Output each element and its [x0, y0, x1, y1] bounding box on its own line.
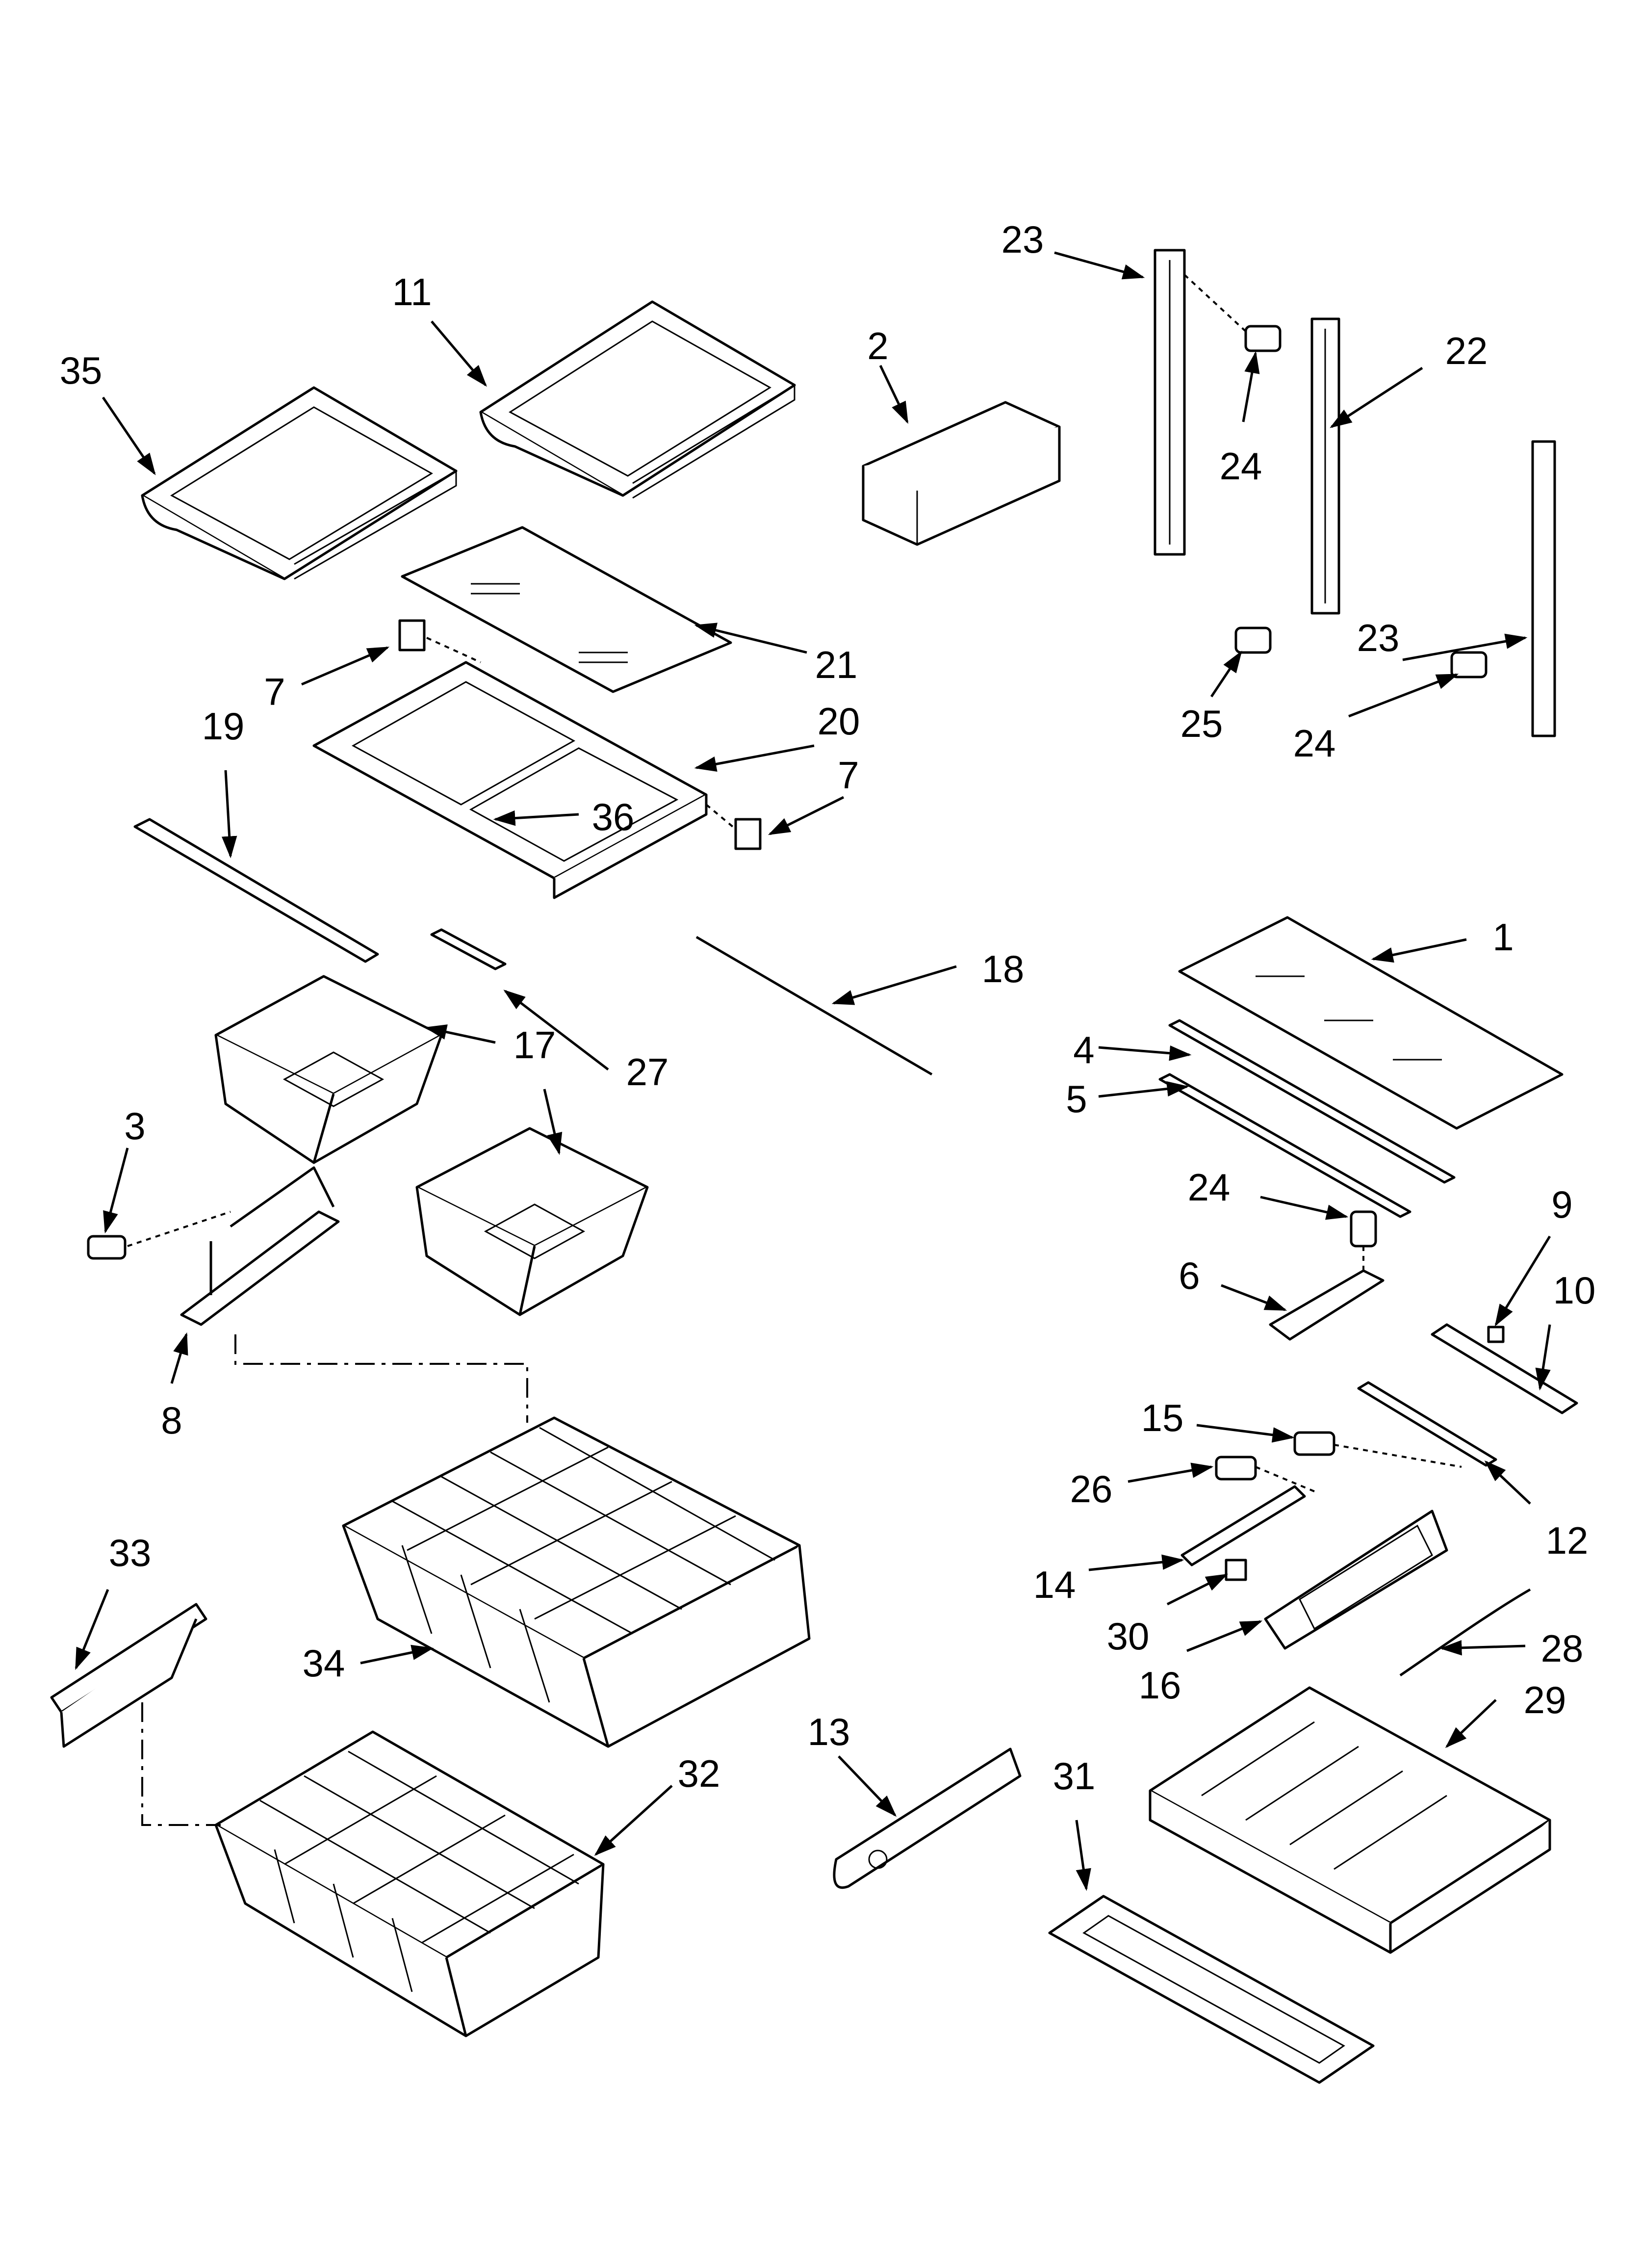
screw-24-mid: [1350, 1210, 1377, 1248]
part-6-bracket: [1269, 1269, 1385, 1341]
callout-5: 5: [1066, 1077, 1087, 1121]
callout-25: 25: [1180, 702, 1223, 745]
part-9-clip: [1487, 1326, 1505, 1343]
callout-23-top: 23: [1001, 218, 1044, 261]
part-29-tray: [1149, 1686, 1551, 1954]
screw-3: [87, 1235, 127, 1260]
callout-34: 34: [303, 1642, 345, 1685]
screw-15: [1293, 1431, 1335, 1456]
callout-18: 18: [982, 947, 1025, 991]
callout-19: 19: [202, 704, 245, 748]
callout-21: 21: [815, 643, 858, 686]
callout-9: 9: [1551, 1183, 1572, 1226]
part-8-bracket: [180, 1166, 340, 1326]
part-5-trim: [1158, 1073, 1411, 1218]
callout-4: 4: [1073, 1028, 1094, 1071]
part-35-shelf-frame: [141, 386, 458, 580]
callout-2: 2: [867, 324, 888, 367]
callout-16: 16: [1139, 1664, 1181, 1707]
part-17-drawer-right: [415, 1127, 649, 1316]
part-10-rail: [1431, 1323, 1578, 1414]
part-14-slide: [1180, 1485, 1306, 1566]
screw-24-right: [1450, 651, 1488, 678]
callout-22: 22: [1445, 329, 1488, 372]
part-33-divider: [50, 1603, 207, 1748]
part-30-clip: [1225, 1559, 1247, 1581]
assembly-line-33-32: [141, 1702, 221, 1826]
part-28-wire: [1399, 1588, 1531, 1677]
callout-6: 6: [1179, 1254, 1200, 1297]
part-4-trim: [1168, 1019, 1456, 1184]
callout-36: 36: [592, 795, 635, 838]
callout-15: 15: [1141, 1396, 1184, 1439]
part-16-housing: [1264, 1510, 1448, 1650]
callout-7-left: 7: [264, 670, 285, 713]
callout-35: 35: [60, 349, 103, 392]
part-7-clip-left: [398, 619, 426, 652]
callout-20: 20: [818, 700, 860, 743]
callout-32: 32: [678, 1752, 720, 1795]
leader-lines: [75, 251, 1551, 1891]
part-20-cover-frame: [312, 661, 708, 899]
part-1-glass-shelf: [1178, 916, 1564, 1130]
callout-8: 8: [161, 1399, 182, 1442]
part-12-slide-rail: [1357, 1381, 1497, 1467]
callout-3: 3: [124, 1104, 145, 1147]
callout-17-left: 17: [513, 1023, 556, 1067]
part-27-bracket: [430, 928, 507, 970]
callout-12: 12: [1546, 1519, 1589, 1562]
assembly-line-7: [426, 637, 737, 830]
callout-23-right: 23: [1357, 616, 1400, 659]
callout-10: 10: [1553, 1269, 1596, 1312]
part-23-rail-right: [1531, 440, 1556, 737]
part-19-trim-strip: [133, 818, 379, 963]
part-17-drawer-left: [214, 975, 443, 1164]
part-11-shelf-frame: [479, 300, 796, 499]
part-18-rod: [695, 936, 933, 1076]
assembly-line-15-26: [1255, 1444, 1462, 1492]
callout-27: 27: [626, 1050, 669, 1094]
callout-33: 33: [109, 1531, 152, 1574]
part-23-rail-left: [1154, 249, 1186, 556]
callout-29: 29: [1524, 1678, 1566, 1721]
callout-13: 13: [808, 1710, 850, 1753]
callout-31: 31: [1053, 1754, 1096, 1798]
callout-14: 14: [1033, 1563, 1076, 1606]
callout-7-right: 7: [838, 754, 859, 797]
assembly-line-3: [127, 1211, 231, 1247]
callout-30: 30: [1107, 1615, 1150, 1658]
part-31-cover: [1048, 1895, 1375, 2084]
assembly-line-8-34: [234, 1334, 528, 1423]
part-7-clip-right: [734, 818, 762, 850]
callout-26: 26: [1070, 1467, 1113, 1511]
callout-24-mid: 24: [1188, 1166, 1231, 1209]
part-21-glass-shelf: [401, 526, 732, 693]
screw-26: [1215, 1456, 1257, 1481]
part-32-wire-basket: [214, 1730, 605, 2037]
part-34-wire-basket: [342, 1416, 811, 1748]
part-13-handle: [833, 1747, 1022, 1889]
callout-1: 1: [1492, 915, 1514, 959]
callout-28: 28: [1541, 1627, 1584, 1670]
callout-24-right: 24: [1293, 722, 1336, 765]
callout-24-top: 24: [1220, 444, 1262, 488]
assembly-line-24-top: [1183, 274, 1249, 335]
part-22-rail-center: [1310, 317, 1340, 615]
screw-25: [1234, 626, 1272, 654]
screw-24-top: [1244, 325, 1282, 352]
callout-11: 11: [392, 270, 432, 313]
part-2-door-bin: [862, 401, 1061, 546]
